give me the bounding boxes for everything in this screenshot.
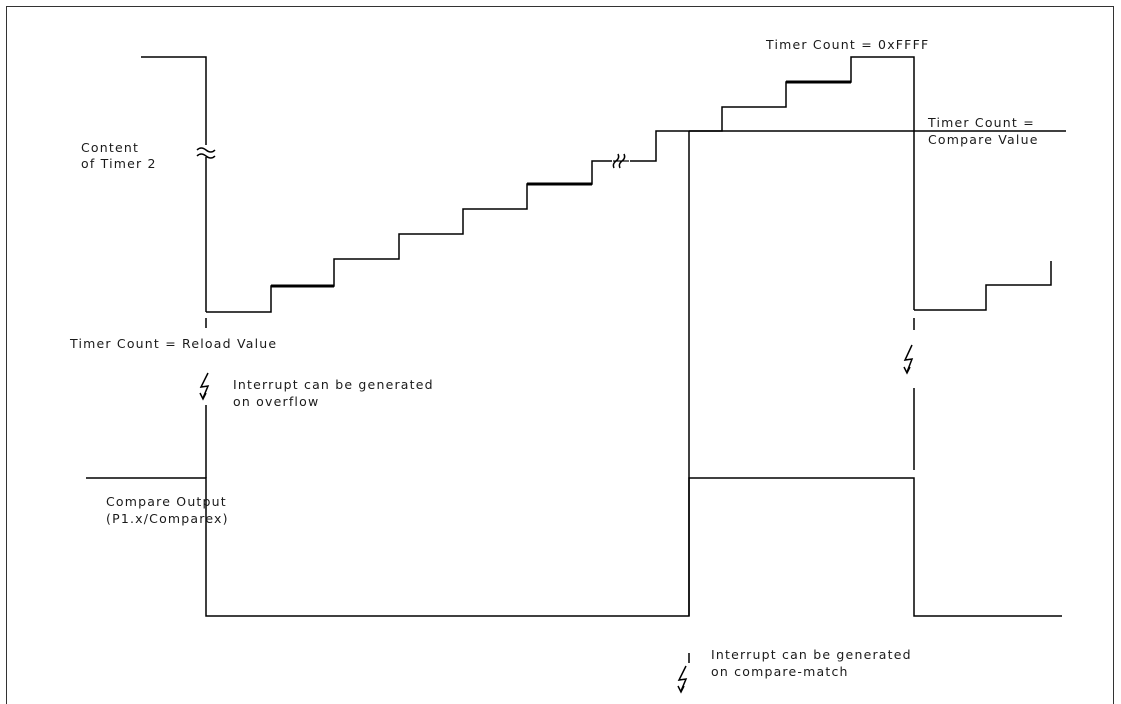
interrupt-overflow-label-line2: on overflow [233, 394, 319, 409]
timer-initial-segment [141, 56, 207, 312]
timer-count-compare-label-line1: Timer Count = [927, 115, 1035, 130]
compare-output-waveform [86, 477, 1062, 617]
timer-staircase-upper [629, 56, 915, 310]
timer-content-waveform [141, 56, 1052, 313]
timer-count-compare-label-line2: Compare Value [928, 132, 1039, 147]
lightning-bolt-icons [199, 344, 914, 694]
compare-output-label-line2: (P1.x/Comparex) [106, 511, 229, 526]
timer-restart-segment [914, 261, 1052, 311]
diagram-frame [6, 6, 1114, 704]
lightning-bolt-icon [903, 344, 914, 375]
timer-count-max-label: Timer Count = 0xFFFF [765, 37, 929, 52]
emphasized-steps [271, 80, 851, 288]
compare-output-label-line1: Compare Output [106, 494, 227, 509]
lightning-bolt-icon [677, 665, 688, 694]
content-label-line2: of Timer 2 [81, 156, 157, 171]
lightning-bolt-icon [199, 372, 210, 401]
interrupt-overflow-label-line1: Interrupt can be generated [233, 377, 434, 392]
timer-count-reload-label: Timer Count = Reload Value [69, 336, 277, 351]
interrupt-compare-label-line2: on compare-match [711, 664, 849, 679]
content-label-line1: Content [81, 140, 139, 155]
axis-break-icon [612, 153, 630, 169]
axis-break-icon [196, 145, 216, 159]
interrupt-compare-label-line1: Interrupt can be generated [711, 647, 912, 662]
